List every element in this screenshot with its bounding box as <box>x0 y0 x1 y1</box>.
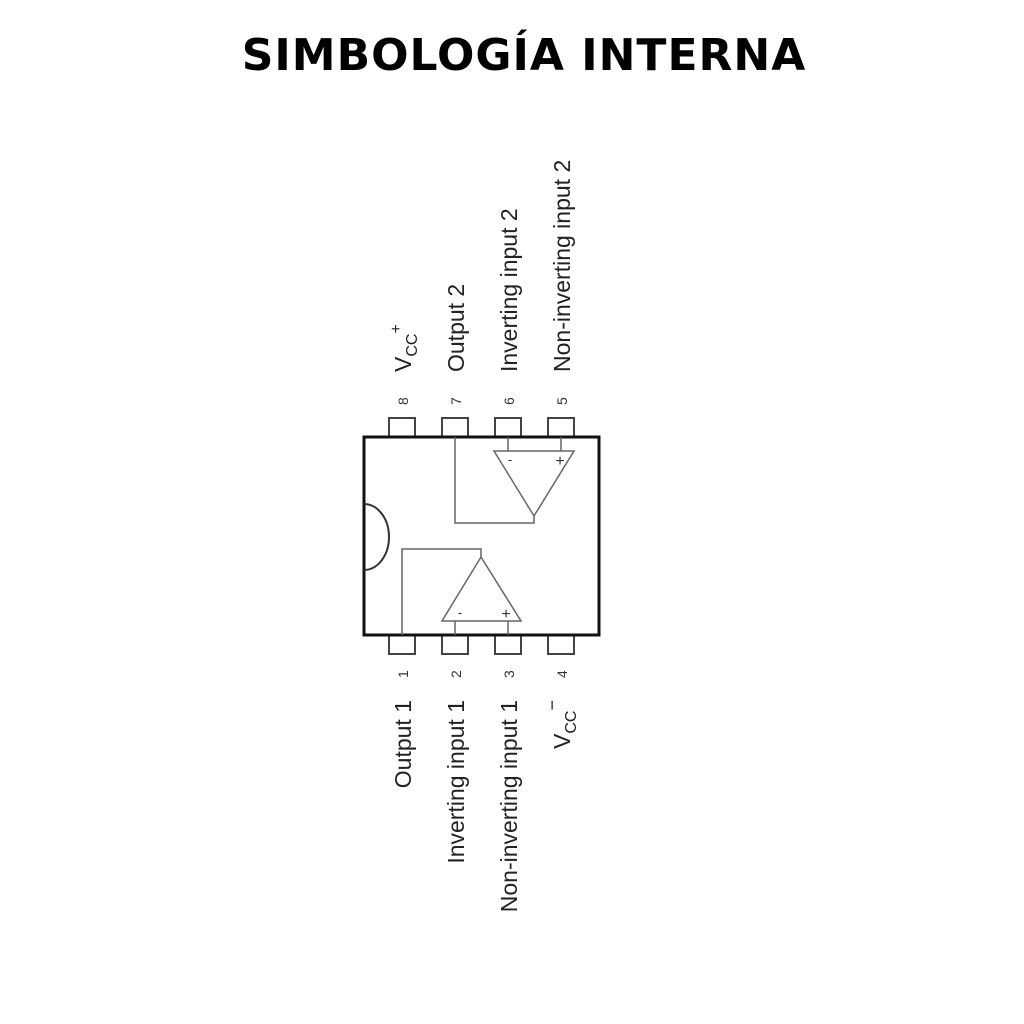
pin-label-4: VCC− <box>542 700 580 749</box>
opamp-1-minus-sign: - <box>458 605 462 620</box>
pin-label-8: VCC+ <box>388 324 421 372</box>
pin-label-7: Output 2 <box>443 284 469 372</box>
opamp-2-minus-sign: - <box>508 452 512 467</box>
pin-label-1: Output 1 <box>390 700 416 788</box>
pin-5 <box>547 417 575 438</box>
pin-number-5: 5 <box>554 397 570 405</box>
pin-7 <box>441 417 469 438</box>
pin-number-6: 6 <box>501 397 517 405</box>
pin-number-2: 2 <box>448 670 464 678</box>
opamp-2-triangle <box>492 450 576 518</box>
page-title: SIMBOLOGÍA INTERNA <box>241 30 807 81</box>
chip-notch <box>363 503 390 571</box>
pin-label-5: Non-inverting input 2 <box>549 160 575 372</box>
opamp-1 <box>401 548 523 635</box>
opamp-1-plus-sign: + <box>501 606 510 623</box>
pin-4 <box>547 634 575 655</box>
bottom-pins <box>388 634 575 655</box>
pin-number-7: 7 <box>448 397 464 405</box>
pin-number-4: 4 <box>554 670 570 678</box>
pin-label-2: Inverting input 1 <box>443 700 469 864</box>
pin-label-3: Non-inverting input 1 <box>496 700 522 912</box>
pin-number-3: 3 <box>501 670 517 678</box>
pin-label-6: Inverting input 2 <box>496 208 522 372</box>
pin-1 <box>388 634 416 655</box>
opamp-2-plus-sign: + <box>555 453 564 470</box>
pin-6 <box>494 417 522 438</box>
pin-8 <box>388 417 416 438</box>
pin-2 <box>441 634 469 655</box>
pin-3 <box>494 634 522 655</box>
opamp-2 <box>454 437 576 524</box>
top-pins <box>388 417 575 438</box>
pin-number-8: 8 <box>395 397 411 405</box>
pin-number-1: 1 <box>395 670 411 678</box>
opamp-1-triangle <box>440 555 523 622</box>
chip-body <box>362 435 601 637</box>
